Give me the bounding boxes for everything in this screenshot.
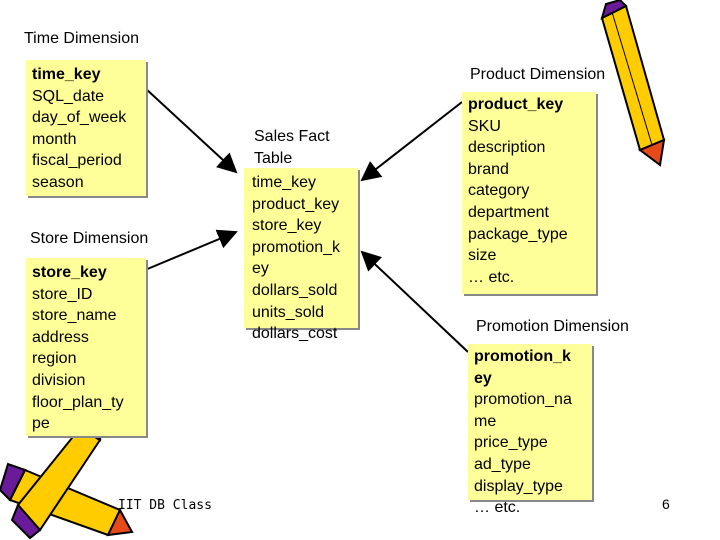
field-promotion-name: promotion_na — [474, 391, 572, 409]
field-day-of-week: day_of_week — [32, 109, 127, 127]
arrow-product-to-fact — [360, 101, 463, 182]
field-size: size — [468, 247, 497, 265]
field-description: description — [468, 139, 546, 157]
field-store-name: store_name — [32, 307, 117, 325]
field-brand: brand — [468, 160, 509, 178]
field-department: department — [468, 203, 549, 221]
arrow-time-to-fact — [144, 87, 238, 174]
sales-fact-table: time_key product_key store_key promotion… — [244, 168, 358, 342]
sales-fact-title-line-1: Sales Fact — [254, 128, 330, 145]
field-division: division — [32, 371, 86, 389]
field-floor-plan-type-cont: pe — [32, 415, 50, 433]
field-promotion-name-cont: me — [474, 412, 497, 430]
fact-field-time-key: time_key — [252, 174, 317, 191]
fact-field-promotion-key-cont: ey — [252, 260, 269, 278]
field-store-key: store_key — [32, 264, 107, 281]
field-display-type: display_type — [474, 477, 563, 495]
pencil-icon — [600, 0, 666, 167]
fact-field-product-key: product_key — [252, 195, 340, 213]
field-floor-plan-type: floor_plan_ty — [32, 393, 124, 411]
field-ad-type: ad_type — [474, 455, 531, 473]
field-category: category — [468, 182, 530, 200]
field-promotion-key-cont: ey — [474, 369, 492, 387]
field-product-key: product_key — [468, 96, 564, 113]
store-dimension-title: Store Dimension — [30, 230, 149, 247]
field-season: season — [32, 173, 84, 191]
promotion-dimension-title: Promotion Dimension — [476, 318, 629, 335]
store-dimension-table: store_key store_ID store_name address re… — [26, 258, 146, 436]
field-promotion-key: promotion_k — [474, 348, 571, 365]
field-sku: SKU — [468, 117, 501, 135]
sales-fact-title-line-2: Table — [254, 149, 293, 167]
product-dimension-table: product_key SKU description brand catego… — [462, 92, 596, 294]
field-fiscal-period: fiscal_period — [32, 152, 122, 170]
field-region: region — [32, 350, 77, 368]
field-time-key: time_key — [32, 66, 101, 83]
promotion-dimension-table: promotion_k ey promotion_na me price_typ… — [468, 344, 592, 516]
crossed-pencils-icon — [0, 418, 134, 540]
fact-field-units-sold: units_sold — [252, 303, 325, 321]
field-package-type: package_type — [468, 225, 568, 243]
page-number: 6 — [662, 496, 670, 512]
field-promotion-etc: … etc. — [474, 499, 521, 517]
field-month: month — [32, 130, 77, 148]
field-price-type: price_type — [474, 434, 548, 452]
arrow-promotion-to-fact — [360, 250, 469, 353]
footer-text: IIT DB Class — [118, 498, 212, 513]
field-product-etc: … etc. — [468, 268, 515, 286]
field-sql-date: SQL_date — [32, 87, 105, 105]
field-store-id: store_ID — [32, 285, 93, 303]
fact-field-promotion-key: promotion_k — [252, 238, 341, 256]
product-dimension-title: Product Dimension — [470, 66, 606, 83]
field-address: address — [32, 328, 89, 346]
time-dimension-title: Time Dimension — [24, 30, 139, 47]
fact-field-dollars-cost: dollars_cost — [252, 325, 338, 343]
time-dimension-table: time_key SQL_date day_of_week month fisc… — [26, 60, 146, 196]
fact-field-store-key: store_key — [252, 217, 322, 235]
fact-field-dollars-sold: dollars_sold — [252, 281, 338, 299]
sales-fact-title: Sales Fact Table — [254, 126, 330, 169]
arrow-store-to-fact — [144, 229, 238, 271]
